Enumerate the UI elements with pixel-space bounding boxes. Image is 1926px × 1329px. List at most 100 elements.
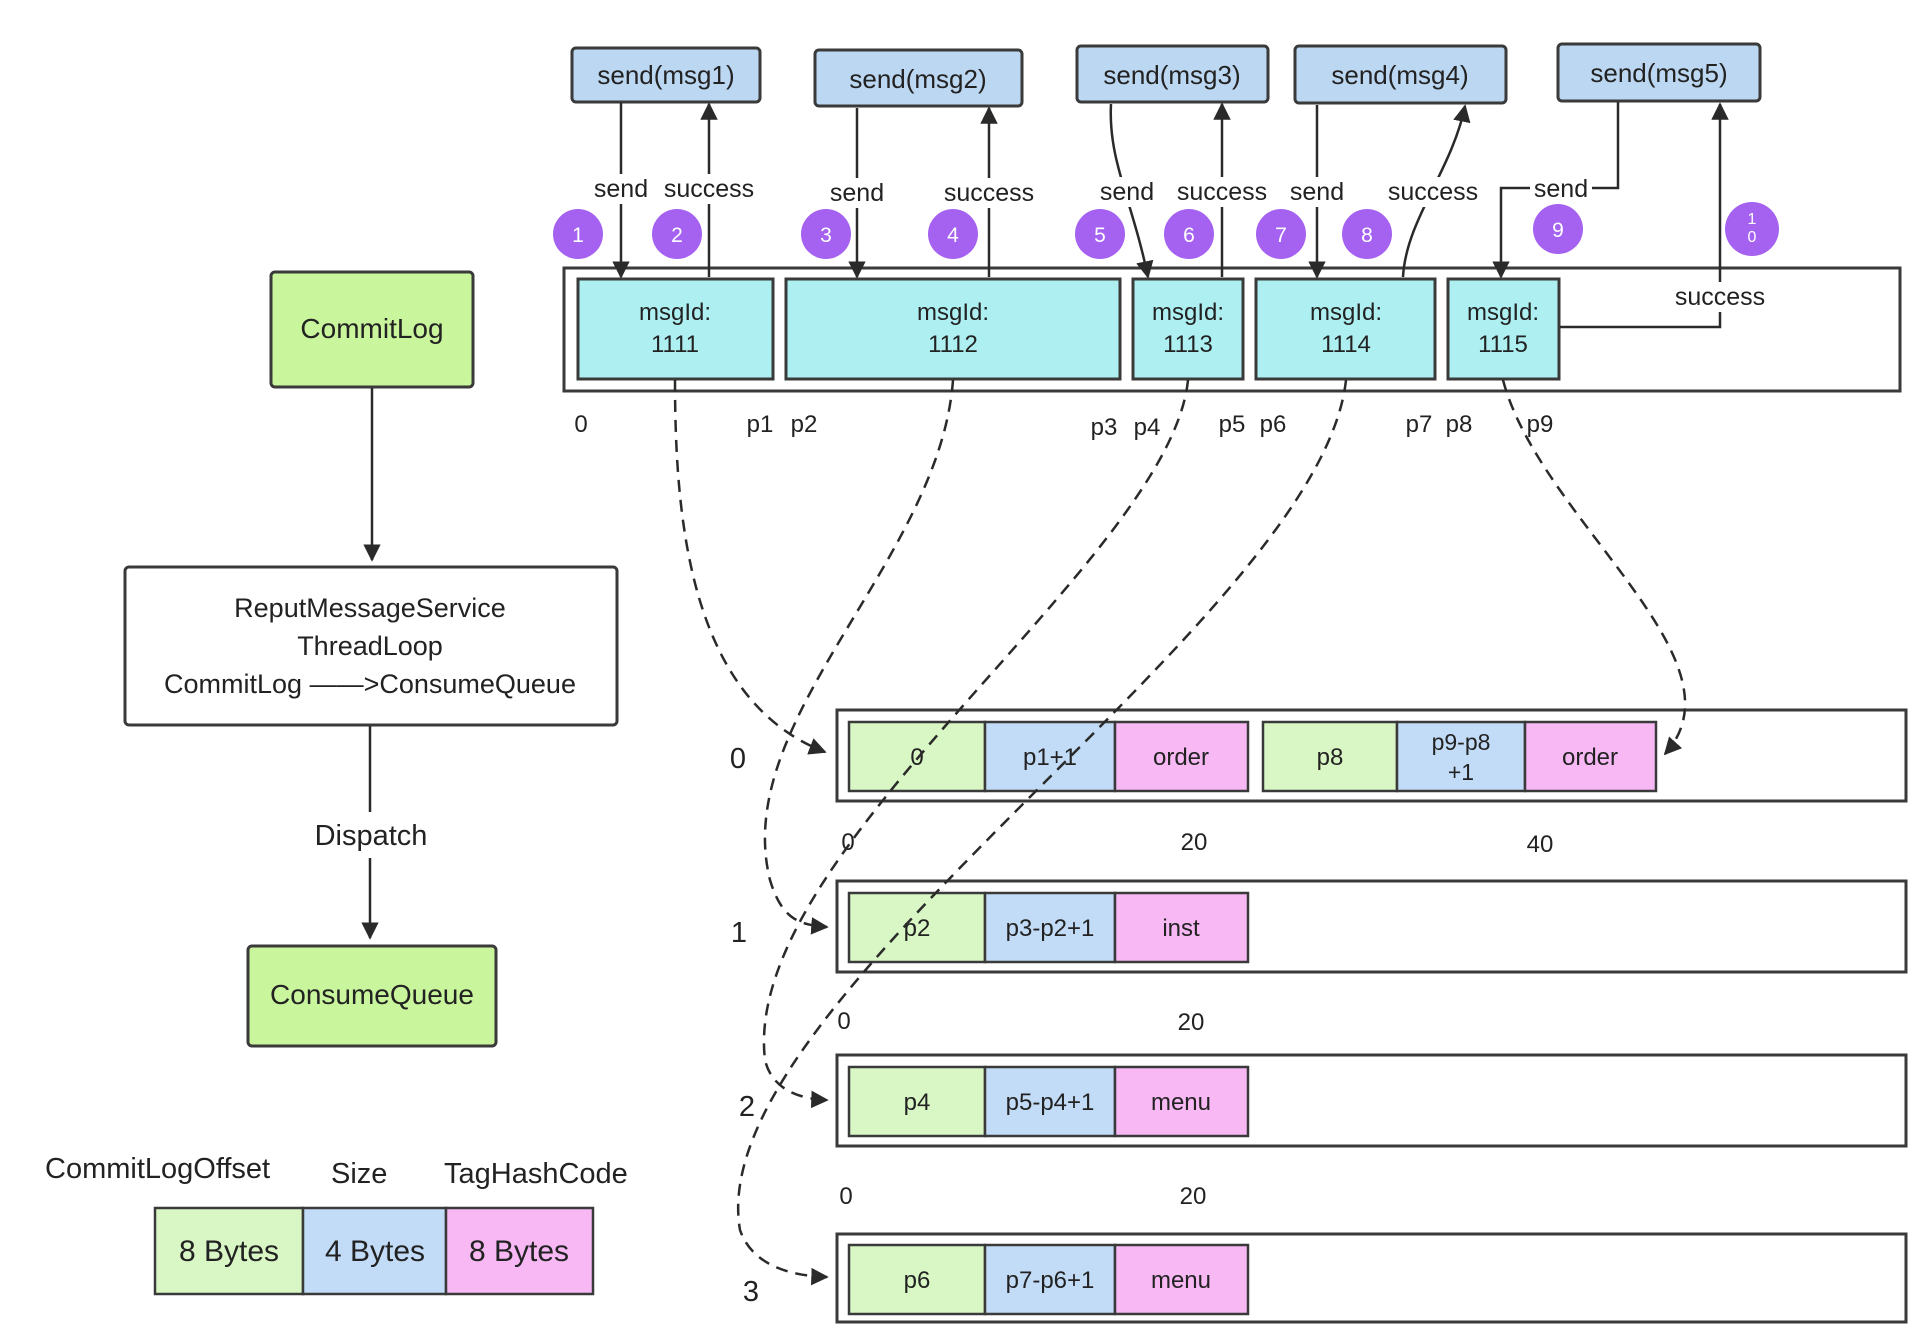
queue-1-entry-0-offset-text: p2 [904,915,931,942]
legend-offset-header: CommitLogOffset [45,1153,270,1185]
svg-text:1: 1 [572,224,584,247]
step-badge-7: 7 [1256,209,1306,259]
step-badge-1: 1 [553,209,603,259]
queue-1-scale-0: 0 [837,1008,850,1035]
svg-text:6: 6 [1183,224,1195,247]
success5-arrow [1560,102,1729,329]
queue-2-entry-0-size [983,1065,1117,1138]
dispatch-1114-to-queue3 [736,379,1348,1286]
queue-3-index: 3 [743,1276,759,1308]
send4-label: send [1290,178,1344,206]
step-badge-8: 8 [1342,209,1392,259]
dispatch-label: Dispatch [315,820,428,852]
msg-1112-line1: msgId: [917,299,989,326]
queue-2-index: 2 [739,1091,755,1123]
legend-tag-header: TagHashCode [444,1158,628,1190]
legend-tag-value: 8 Bytes [469,1235,569,1268]
send-msg4-box [1293,44,1508,105]
send3-label: send [1100,178,1154,206]
commitlog-node [269,270,475,389]
msg-1114-line2: 1114 [1321,331,1371,358]
step-badge-9: 9 [1533,204,1583,254]
legend-size-value: 4 Bytes [325,1235,425,1268]
pos-p5: p5 [1219,411,1246,438]
msg-1113-line1: msgId: [1152,299,1224,326]
legend-size-cell [301,1206,448,1296]
pos-p6: p6 [1260,411,1287,438]
reput-line3: CommitLog ——>ConsumeQueue [164,669,576,699]
queue-3-entry-0-size [983,1243,1117,1316]
svg-text:4: 4 [947,224,959,247]
queue-0-entry-1-size-line1: p9-p8 [1432,729,1491,755]
queue-2-entry-0-size-text: p5-p4+1 [1006,1089,1095,1116]
msg-1112-box [784,277,1122,381]
queue-3-entry-0-tag-text: menu [1151,1267,1211,1294]
send-msg3-box [1075,44,1270,104]
queue-0-scale-40: 40 [1527,831,1554,858]
svg-text:8: 8 [1361,224,1373,247]
queue-0-entry-1-size-line2: +1 [1448,759,1474,785]
reput-service-node [123,565,619,727]
pos-0: 0 [574,411,587,438]
pos-p9: p9 [1527,411,1554,438]
success3-label: success [1177,178,1267,206]
pos-p8: p8 [1446,411,1473,438]
dispatch-1113-to-queue2 [762,379,1190,1109]
msg-1111-box [576,277,775,381]
legend-size-header: Size [331,1158,387,1190]
queue-2-scale-0: 0 [839,1183,852,1210]
legend-offset-cell [153,1206,305,1296]
reput-line1: ReputMessageService [234,593,506,623]
queue-1-entry-0-size-text: p3-p2+1 [1006,915,1095,942]
queue-0-entry-0-tag [1113,720,1250,793]
pos-p3: p3 [1091,414,1118,441]
msg-1113-line2: 1113 [1163,331,1213,358]
consumequeue-node [246,944,498,1048]
send2-label: send [830,179,884,207]
queue-0-entry-1-tag [1523,720,1658,793]
step-badge-4: 4 [928,209,978,259]
queue-3-entry-0-offset-text: p6 [904,1267,931,1294]
msg-1112-line2: 1112 [928,331,978,358]
msg-1115-box [1446,277,1561,381]
dispatch-1112-to-queue1 [763,379,955,935]
pos-p4: p4 [1134,414,1161,441]
msg-1115-line2: 1115 [1478,331,1528,358]
step-badge-3: 3 [801,209,851,259]
step-badge-5: 5 [1075,209,1125,259]
queue-2-entry-0-offset-text: p4 [904,1089,931,1116]
svg-text:7: 7 [1275,224,1287,247]
msg-1111-line2: 1111 [651,331,699,358]
send1-label: send [594,175,648,203]
queue-1-entry-0-tag [1113,891,1250,964]
send-msg1-label: send(msg1) [597,60,734,90]
commitlog-label: CommitLog [300,313,443,344]
queue-0-scale-20: 20 [1181,829,1208,856]
send-msg5-label: send(msg5) [1590,58,1727,88]
queue-0-entry-0-tag-text: order [1153,744,1209,771]
success5-label: success [1675,283,1765,311]
dispatch-1115-to-queue0 [1501,379,1687,756]
step-badge-2: 2 [652,209,702,259]
dispatch-1111-to-queue0 [673,379,827,755]
send-msg2-label: send(msg2) [849,64,986,94]
msg-1114-line1: msgId: [1310,299,1382,326]
queue-2-entry-0-tag [1113,1065,1250,1138]
svg-text:5: 5 [1094,224,1106,247]
pos-p2: p2 [791,411,818,438]
svg-text:3: 3 [820,224,832,247]
send-msg4-label: send(msg4) [1331,60,1468,90]
queue-1-scale-20: 20 [1178,1009,1205,1036]
msg-1114-box [1254,277,1437,381]
send-msg2-box [813,48,1024,108]
queue-0-entry-0-size-text: p1+1 [1023,744,1077,771]
queue-3-entry-0-size-text: p7-p6+1 [1006,1267,1095,1294]
queue-0-entry-1-offset-text: p8 [1317,744,1344,771]
success2-label: success [944,179,1034,207]
pos-p1: p1 [747,411,774,438]
success1-label: success [664,175,754,203]
